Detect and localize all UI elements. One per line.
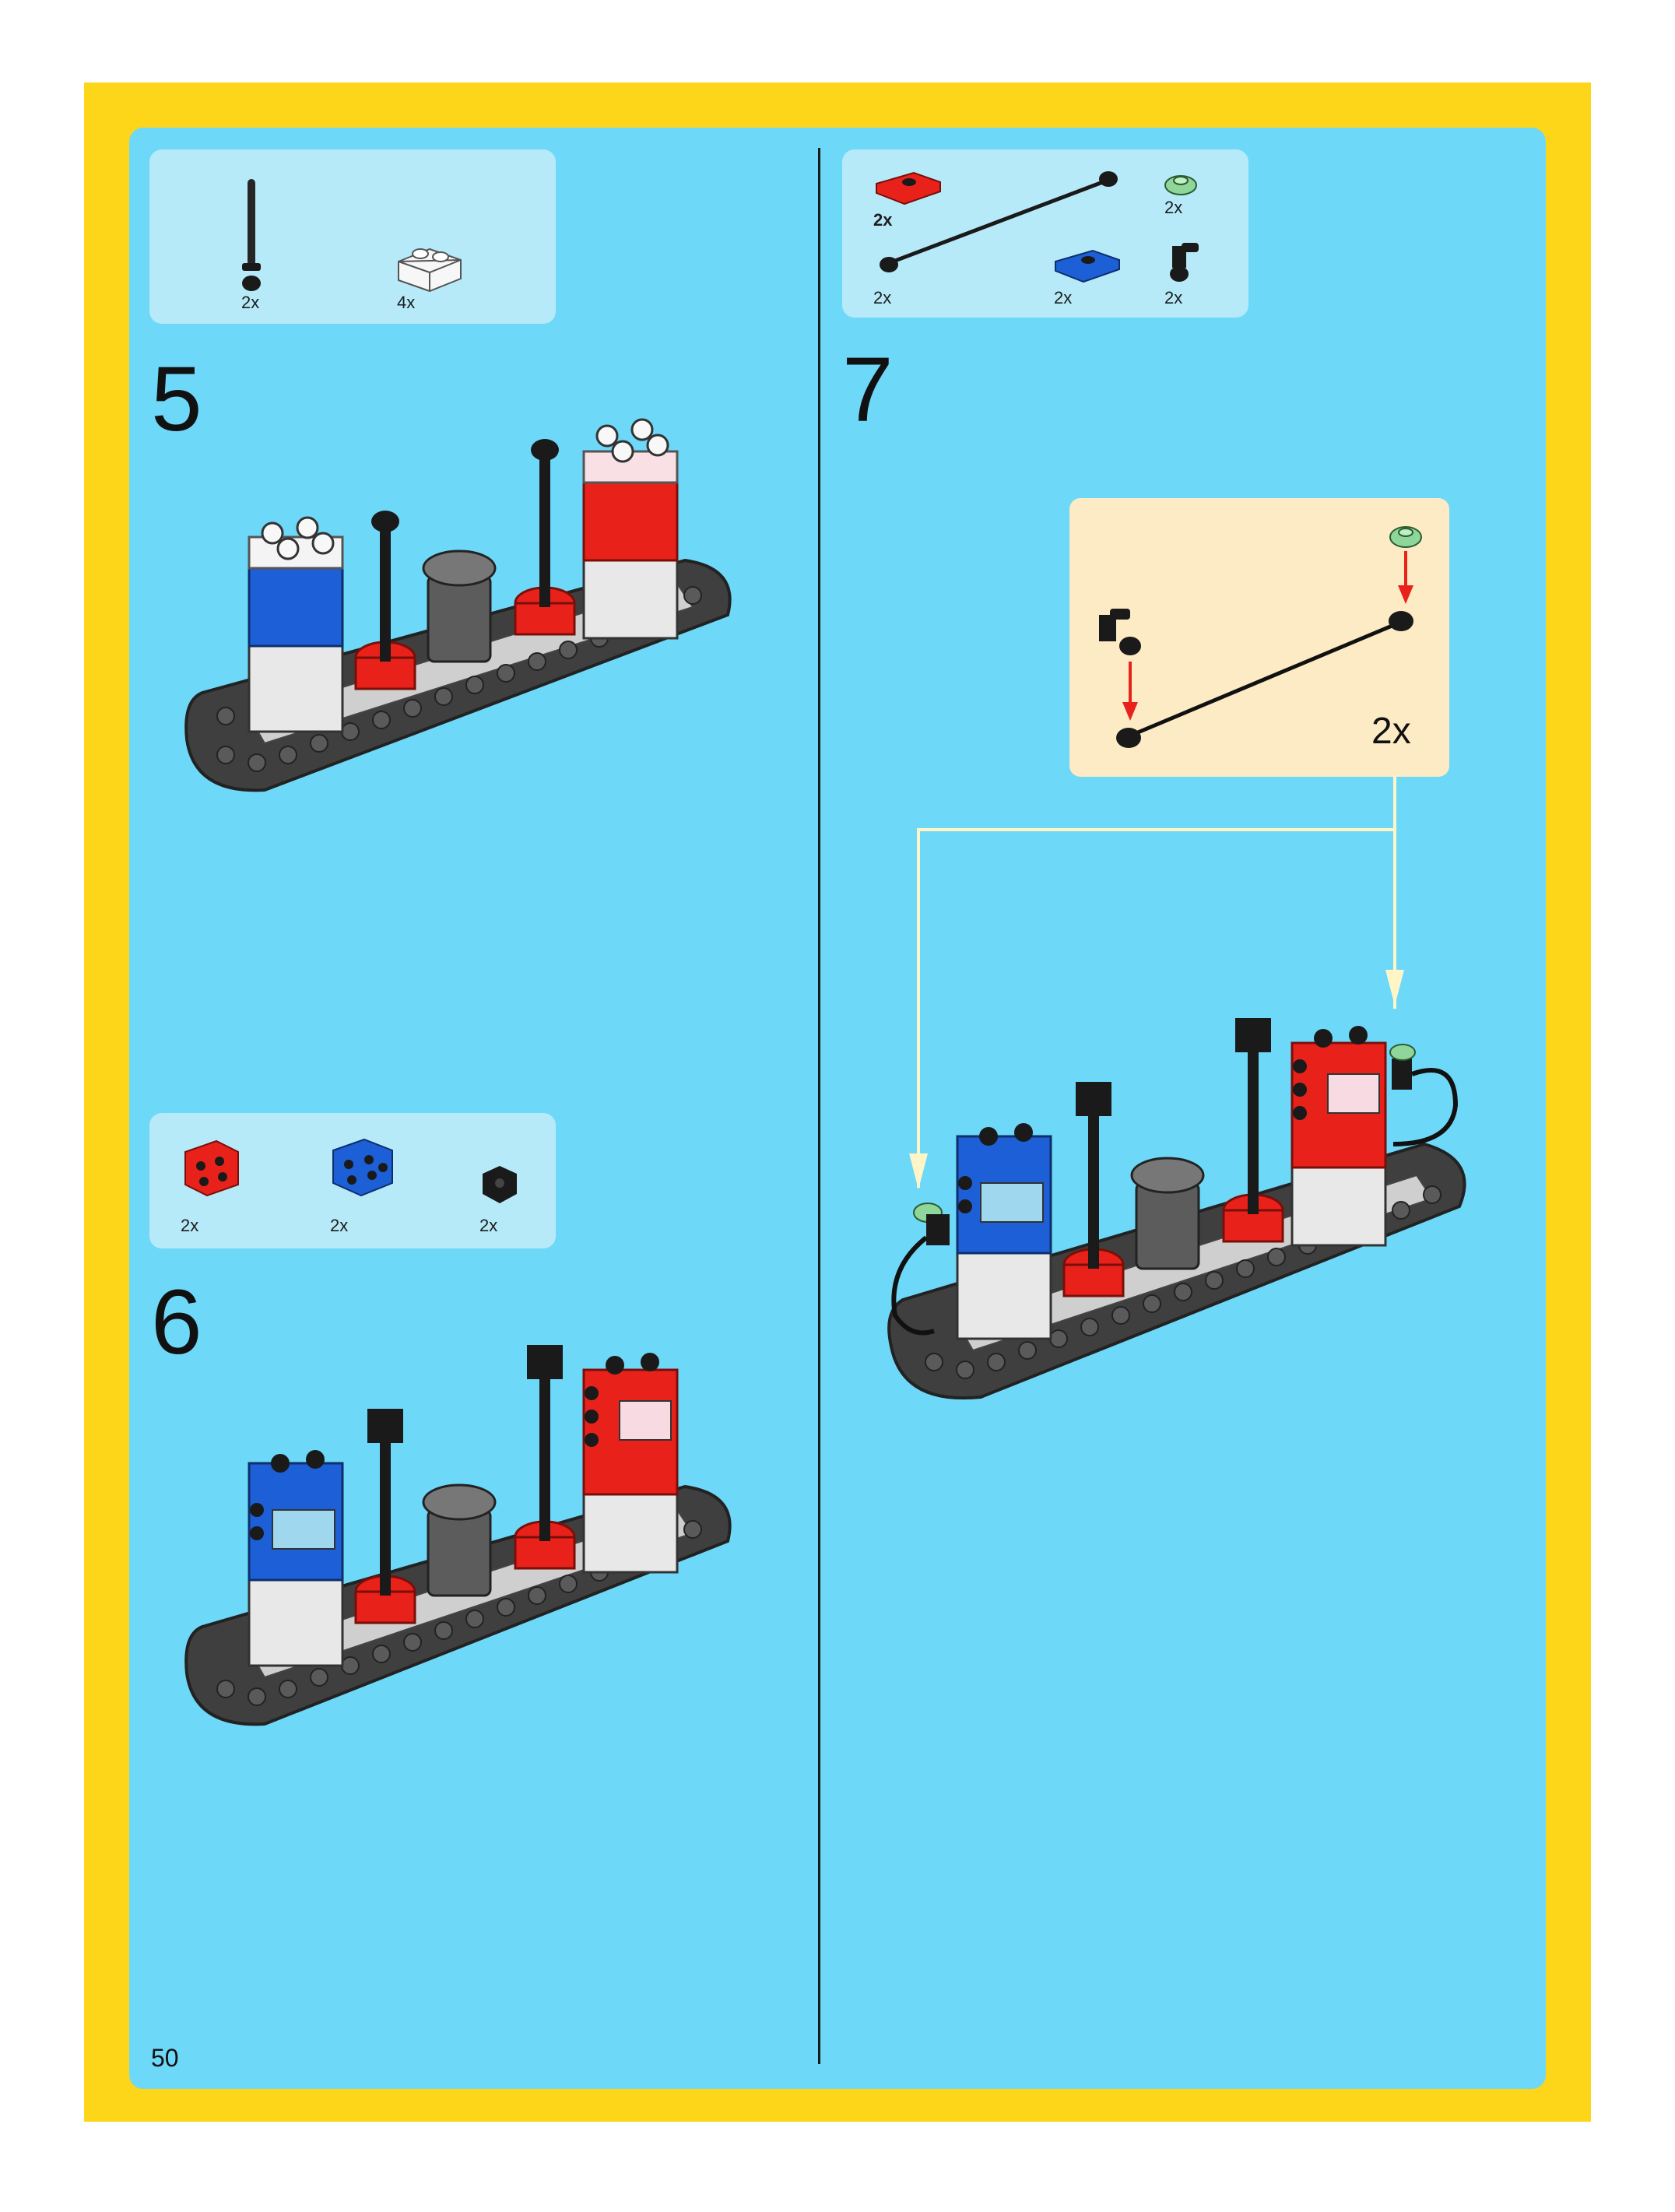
step7-assembly-illustration [880, 1004, 1471, 1424]
step5-assembly-illustration [179, 389, 755, 809]
part-qty: 2x [330, 1216, 348, 1236]
part-qty: 2x [479, 1216, 497, 1236]
blue-plate-icon [1052, 246, 1122, 285]
part-qty: 2x [181, 1216, 198, 1236]
part-qty: 2x [873, 288, 891, 308]
blue-bracket-icon [328, 1133, 399, 1203]
black-brick-icon [478, 1163, 521, 1206]
red-bracket-icon [181, 1136, 243, 1199]
clear-brick-icon [395, 235, 465, 294]
step7-parts-list: 2x 2x 2x 2x 2x [842, 149, 1248, 318]
column-divider [818, 148, 820, 2064]
green-round-plate-icon [1161, 168, 1200, 199]
step5-parts-list: 2x 4x [149, 149, 556, 324]
step6-assembly-illustration [179, 1331, 755, 1736]
antenna-icon [240, 179, 263, 296]
part-qty: 2x [241, 293, 259, 313]
step-number: 7 [842, 344, 894, 436]
step6-parts-list: 2x 2x 2x [149, 1113, 556, 1248]
part-qty: 2x [1054, 288, 1072, 308]
page-number: 50 [151, 2044, 179, 2073]
part-qty: 4x [397, 293, 415, 313]
nozzle-tap-icon [1164, 240, 1203, 286]
part-qty: 2x [1164, 198, 1182, 218]
subassembly-qty: 2x [1371, 710, 1411, 753]
part-qty: 2x [1164, 288, 1182, 308]
